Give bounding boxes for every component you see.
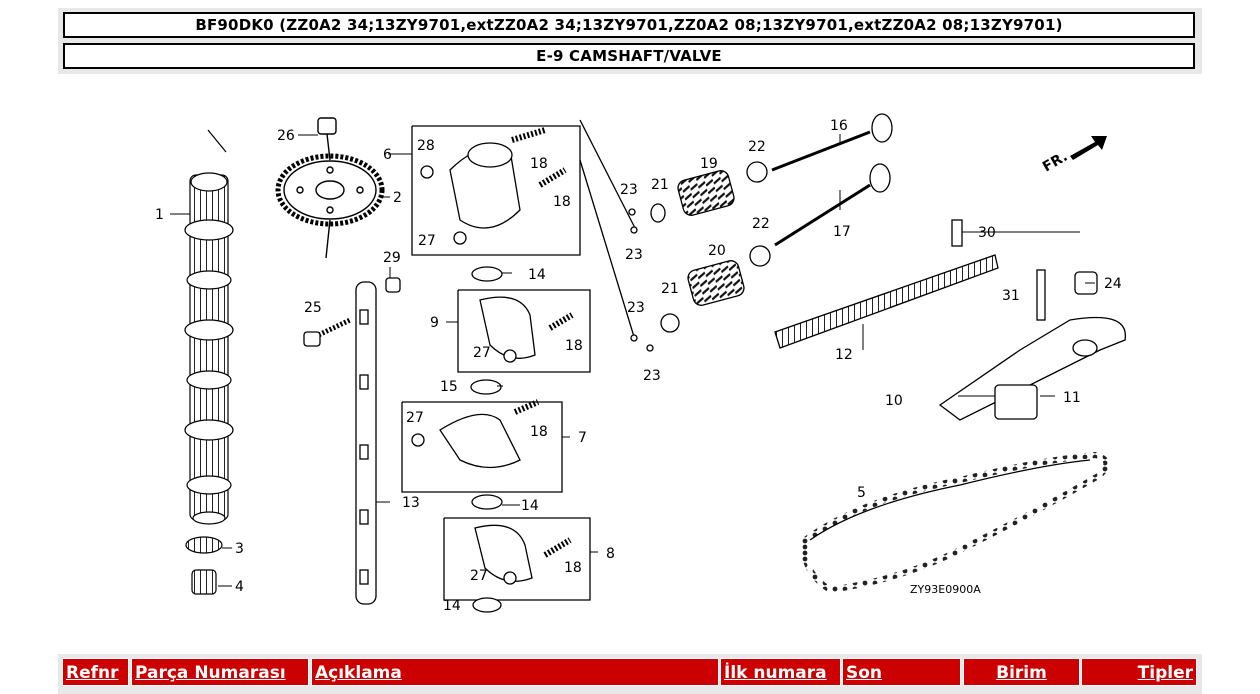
callout-26: 26: [277, 128, 295, 144]
callout-12: 12: [835, 347, 853, 363]
callout-9: 9: [430, 315, 439, 331]
callout-31: 31: [1002, 288, 1020, 304]
callout-23d: 23: [643, 368, 661, 384]
callout-21b: 21: [661, 281, 679, 297]
callout-10: 10: [885, 393, 903, 409]
callout-17: 17: [833, 224, 851, 240]
callout-18a: 18: [530, 156, 548, 172]
camshaft: [184, 129, 234, 525]
rocker-shaft: [303, 277, 401, 605]
callout-27c: 27: [406, 410, 424, 426]
callout-18c: 18: [565, 338, 583, 354]
callout-23a: 23: [620, 182, 638, 198]
valve-parts: [579, 113, 893, 352]
callout-21a: 21: [651, 177, 669, 193]
cam-gear: [275, 117, 385, 259]
diagram-image-code: ZY93E0900A: [910, 583, 981, 596]
callout-22b: 22: [752, 216, 770, 232]
column-header-last-number[interactable]: Son: [842, 658, 961, 686]
callout-labels: 1 2 3 4 5 6 7 8 9 10 11 12 13 14 14 14 1…: [155, 118, 1122, 614]
direction-label: FR.: [1040, 149, 1070, 176]
callout-27a: 27: [418, 233, 436, 249]
rocker-arms: [401, 125, 591, 613]
callout-29: 29: [383, 250, 401, 266]
column-header-first-number[interactable]: İlk numara: [720, 658, 841, 686]
callout-14a: 14: [528, 267, 546, 283]
callout-2: 2: [393, 190, 402, 206]
callout-15: 15: [440, 379, 458, 395]
callout-18d: 18: [530, 424, 548, 440]
callout-13: 13: [402, 495, 420, 511]
callout-25: 25: [304, 300, 322, 316]
column-header-description[interactable]: Açıklama: [311, 658, 719, 686]
column-header-types[interactable]: Tipler: [1081, 658, 1197, 686]
callout-19: 19: [700, 156, 718, 172]
column-header-unit[interactable]: Birim: [963, 658, 1080, 686]
callout-24: 24: [1104, 276, 1122, 292]
callout-3: 3: [235, 541, 244, 557]
callout-28: 28: [417, 138, 435, 154]
callout-22a: 22: [748, 139, 766, 155]
callout-18b: 18: [553, 194, 571, 210]
column-header-part-number[interactable]: Parça Numarası: [131, 658, 309, 686]
callout-18e: 18: [564, 560, 582, 576]
callout-14c: 14: [443, 598, 461, 614]
section-title: E-9 CAMSHAFT/VALVE: [63, 43, 1195, 69]
callout-8: 8: [606, 546, 615, 562]
callout-1: 1: [155, 207, 164, 223]
timing-chain: [801, 451, 1110, 594]
model-title: BF90DK0 (ZZ0A2 34;13ZY9701,extZZ0A2 34;1…: [63, 12, 1195, 38]
callout-5: 5: [857, 485, 866, 501]
callout-14b: 14: [521, 498, 539, 514]
callout-6: 6: [383, 147, 392, 163]
parts-diagram: FR. 1 2 3 4 5 6 7 8 9 10 1: [155, 113, 1126, 614]
callout-27d: 27: [470, 568, 488, 584]
callout-30: 30: [978, 225, 996, 241]
callout-4: 4: [235, 579, 244, 595]
callout-23c: 23: [627, 300, 645, 316]
callout-11: 11: [1063, 390, 1081, 406]
callout-23b: 23: [625, 247, 643, 263]
column-header-refnr[interactable]: Refnr: [62, 658, 129, 686]
front-direction-arrow: FR.: [1040, 136, 1107, 175]
chain-guide: [774, 219, 1126, 421]
callout-27b: 27: [473, 345, 491, 361]
callout-20: 20: [708, 243, 726, 259]
callout-16: 16: [830, 118, 848, 134]
callout-7: 7: [578, 430, 587, 446]
